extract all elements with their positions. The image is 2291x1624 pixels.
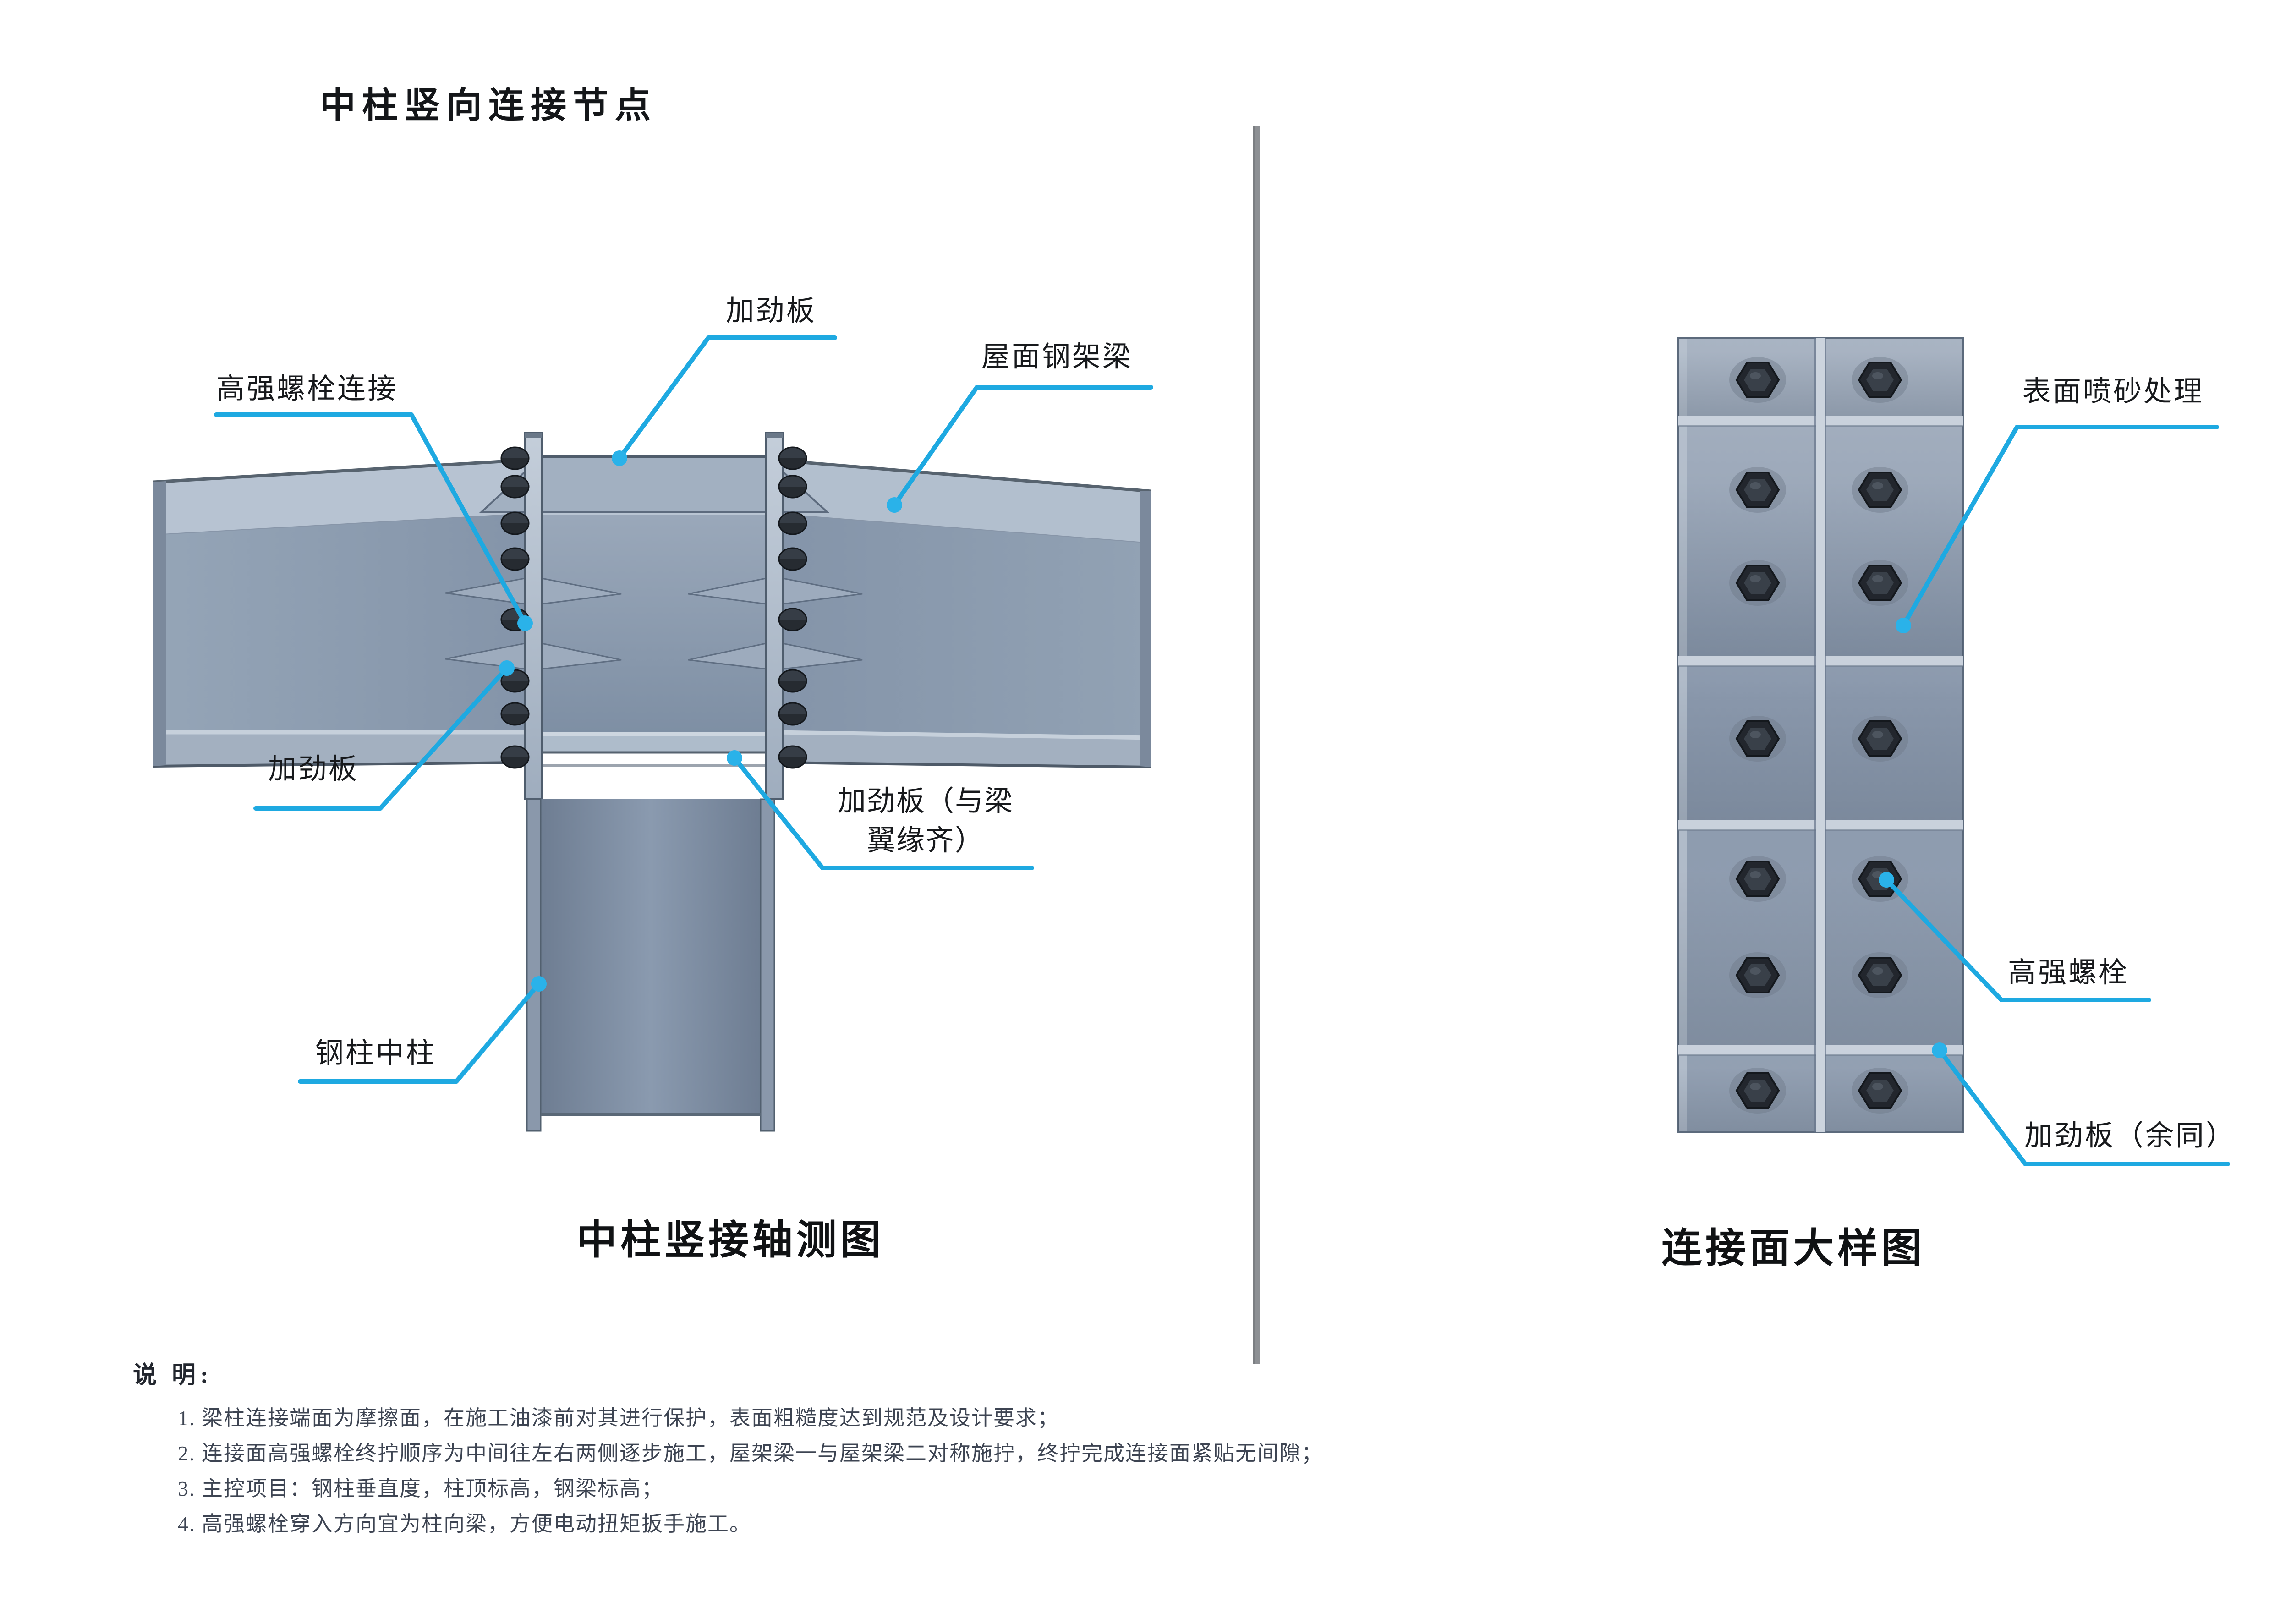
beam-right-segment (775, 458, 1151, 768)
panel-divider (1253, 126, 1260, 1364)
beam-left-segment (153, 458, 526, 768)
leader-dot (612, 450, 627, 466)
leader-bolt-connection (214, 412, 527, 625)
leader-dot (727, 750, 742, 766)
leader-stiffener-rest (1937, 1048, 2230, 1166)
note-item: 1. 梁柱连接端面为摩擦面，在施工油漆前对其进行保护，表面粗糙度达到规范及设计要… (178, 1406, 1059, 1430)
leader-dots (499, 450, 1947, 1058)
label-stiffener-side: 加劲板 (268, 753, 359, 785)
center-seam (1814, 338, 1826, 1132)
note-item: 2. 连接面高强螺栓终拧顺序为中间往左右两侧逐步施工，屋架梁一与屋架梁二对称施拧… (178, 1442, 1323, 1465)
leader-stiffener-flange (732, 756, 1034, 870)
page-title: 中柱竖向连接节点 (320, 85, 658, 125)
right-view-caption: 连接面大样图 (1661, 1227, 1926, 1271)
leader-dot (887, 497, 902, 513)
note-item: 3. 主控项目：钢柱垂直度，柱顶标高，钢梁标高； (178, 1477, 663, 1500)
notes-list: 1. 梁柱连接端面为摩擦面，在施工油漆前对其进行保护，表面粗糙度达到规范及设计要… (178, 1400, 1323, 1542)
label-stiffener-flange-line1: 加劲板（与梁 (837, 785, 1014, 817)
note-item: 4. 高强螺栓穿入方向宜为柱向梁，方便电动扭矩扳手施工。 (178, 1512, 751, 1536)
leader-stiffener-side (253, 666, 509, 811)
leader-steel-column (298, 982, 541, 1084)
web-gussets (445, 577, 863, 670)
label-roof-beam: 屋面钢架梁 (981, 341, 1133, 373)
label-stiffener-rest: 加劲板（余同） (2024, 1120, 2236, 1152)
leader-hs-bolt (1884, 878, 2151, 1002)
label-surface-sandblast: 表面喷砂处理 (2022, 376, 2204, 407)
leader-dot (499, 660, 515, 676)
notes-heading: 说 明: (133, 1362, 213, 1388)
label-steel-column: 钢柱中柱 (315, 1037, 437, 1069)
leader-dot (1879, 872, 1894, 888)
left-view-caption: 中柱竖接轴测图 (576, 1218, 885, 1263)
leader-dot (517, 615, 533, 631)
leader-dot (1932, 1042, 1947, 1058)
right-diagram (1677, 337, 1964, 1133)
joint-web (525, 484, 775, 733)
label-bolt-connection: 高强螺栓连接 (216, 373, 398, 405)
leader-sandblast (1901, 425, 2219, 628)
label-stiffener-flange: 加劲板（与梁 翼缘齐） (816, 782, 1036, 861)
left-diagram (153, 432, 1151, 1132)
label-stiffener-flange-line2: 翼缘齐） (866, 825, 984, 856)
label-hs-bolt: 高强螺栓 (2008, 957, 2129, 988)
steel-column (526, 798, 775, 1132)
leader-dot (1896, 618, 1911, 633)
leader-stiffener-top (617, 335, 837, 461)
leader-roof-beam (892, 385, 1153, 507)
leader-lines (214, 335, 2230, 1166)
leader-dot (531, 976, 547, 992)
label-stiffener-top: 加劲板 (726, 295, 817, 327)
